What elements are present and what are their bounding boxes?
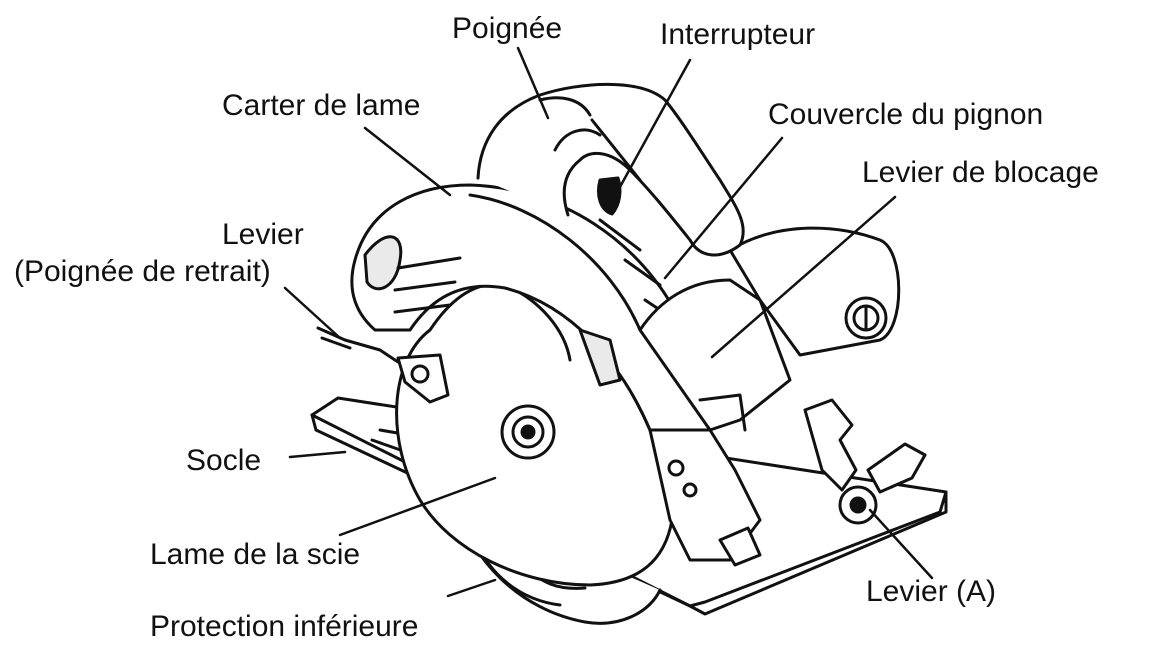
leader-gear-cover [663, 136, 784, 280]
label-saw-blade: Lame de la scie [150, 538, 360, 571]
blade-case [350, 183, 712, 432]
label-lever-line1: Levier [222, 218, 304, 251]
switch-trigger [597, 176, 622, 216]
label-blade-case: Carter de lame [222, 89, 420, 122]
label-handle: Poignée [452, 12, 562, 45]
label-lever-a: Levier (A) [866, 575, 996, 608]
leader-base [288, 450, 347, 459]
lever-a [803, 398, 927, 525]
leader-lock-lever [710, 195, 897, 359]
label-switch: Interrupteur [660, 18, 815, 51]
leader-blade-case [363, 126, 452, 197]
leader-switch [608, 58, 692, 207]
label-lever-line2: (Poignée de retrait) [14, 255, 271, 288]
leader-lever-a [868, 508, 934, 580]
label-base: Socle [186, 444, 261, 477]
leader-lever [283, 286, 342, 340]
label-gear-cover: Couvercle du pignon [768, 98, 1043, 131]
leader-saw-blade [338, 476, 497, 537]
leader-lower-guard [446, 578, 497, 598]
leader-lines [283, 46, 934, 598]
leader-handle [516, 46, 550, 120]
retract-lever [316, 326, 450, 404]
blade-bracket [648, 393, 762, 567]
handle [476, 82, 745, 257]
label-lock-lever: Levier de blocage [862, 156, 1099, 189]
arbor-bolt [500, 404, 556, 460]
label-lower-guard: Protection inférieure [150, 610, 418, 643]
